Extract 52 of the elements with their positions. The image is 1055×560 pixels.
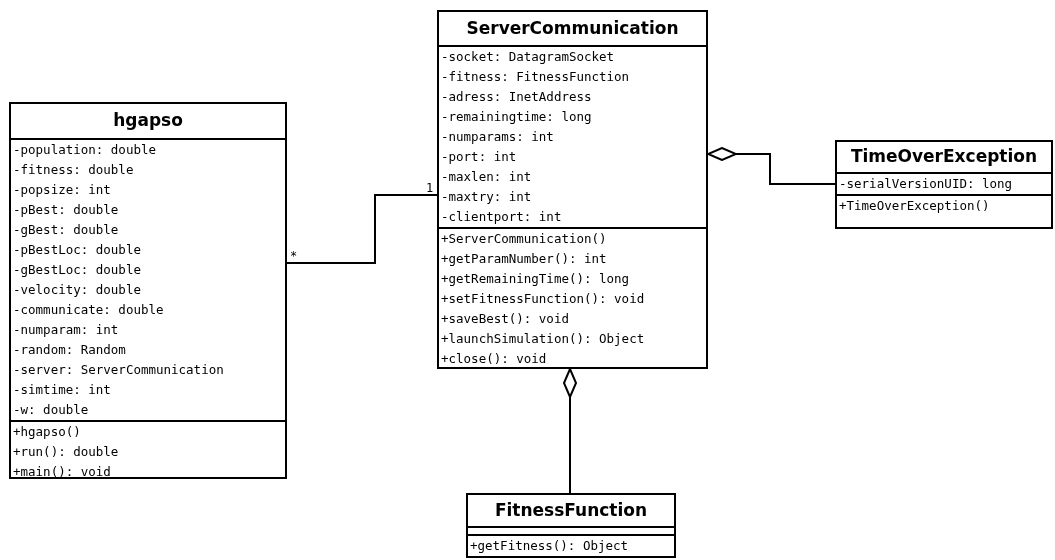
attribute-text: -fitness: double — [13, 161, 134, 179]
method-text: +getRemainingTime(): long — [441, 270, 630, 288]
method-text: +hgapso() — [13, 423, 81, 441]
class-compartment — [468, 534, 674, 556]
attribute-text: -popsize: int — [13, 181, 111, 199]
method-text: +close(): void — [441, 350, 547, 368]
class-box — [437, 10, 708, 369]
attribute-text: -random: Random — [13, 341, 126, 359]
method-text: +run(): double — [13, 443, 119, 461]
attribute-text: -maxlen: int — [441, 168, 532, 186]
attribute-text: -gBestLoc: double — [13, 261, 141, 279]
attribute-text: -port: int — [441, 148, 517, 166]
method-text: +main(): void — [13, 463, 111, 481]
attribute-text: -serialVersionUID: long — [839, 175, 1013, 193]
class-box — [9, 102, 287, 479]
attribute-text: -population: double — [13, 141, 156, 159]
class-box — [835, 140, 1053, 229]
method-text: +TimeOverException() — [839, 197, 990, 215]
class-compartment — [837, 172, 1051, 194]
class-name: ServerCommunication — [466, 16, 679, 40]
method-text: +getFitness(): Object — [470, 537, 629, 555]
attribute-text: -gBest: double — [13, 221, 119, 239]
method-text: +setFitnessFunction(): void — [441, 290, 645, 308]
attribute-text: -velocity: double — [13, 281, 141, 299]
class-compartment — [439, 45, 706, 227]
attribute-text: -pBestLoc: double — [13, 241, 141, 259]
aggregation-line — [563, 368, 577, 494]
class-name: FitnessFunction — [494, 498, 648, 522]
attribute-text: -server: ServerCommunication — [13, 361, 224, 379]
method-text: +launchSimulation(): Object — [441, 330, 645, 348]
attribute-text: -adress: InetAddress — [441, 88, 592, 106]
attribute-text: -simtime: int — [13, 381, 111, 399]
attribute-text: -remainingtime: long — [441, 108, 592, 126]
method-text: +ServerCommunication() — [441, 230, 607, 248]
class-name: hgapso — [113, 109, 183, 133]
class-name: TimeOverException — [850, 145, 1038, 169]
multiplicity-label: * — [290, 249, 298, 263]
aggregation-line — [707, 147, 836, 185]
attribute-text: -maxtry: int — [441, 188, 532, 206]
attribute-text: -numparam: int — [13, 321, 119, 339]
method-text: +getParamNumber(): int — [441, 250, 607, 268]
method-text: +saveBest(): void — [441, 310, 569, 328]
class-box — [466, 493, 676, 558]
association-line — [286, 194, 438, 264]
attribute-text: -clientport: int — [441, 208, 562, 226]
attribute-text: -communicate: double — [13, 301, 164, 319]
attribute-text: -w: double — [13, 401, 89, 419]
attribute-text: -pBest: double — [13, 201, 119, 219]
attribute-text: -socket: DatagramSocket — [441, 48, 615, 66]
attribute-text: -numparams: int — [441, 128, 554, 146]
multiplicity-label: 1 — [426, 181, 434, 195]
attribute-text: -fitness: FitnessFunction — [441, 68, 630, 86]
